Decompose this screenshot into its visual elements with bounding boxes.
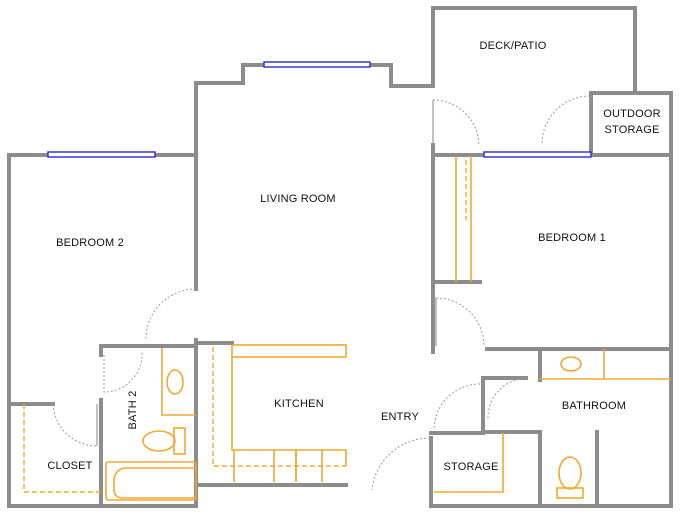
- wall-outdoor-storage: [589, 91, 673, 157]
- fixtures: [23, 156, 671, 501]
- doors: [52, 95, 591, 491]
- bathroom-toilet-tank: [556, 487, 584, 499]
- bedroom1-closet-rod: [455, 156, 472, 282]
- door-swing-deck: [432, 99, 480, 147]
- label-bath-2: BATH 2: [127, 391, 139, 430]
- storage-shelf: [434, 433, 504, 493]
- door-swing-entry: [371, 437, 431, 491]
- label-storage: STORAGE: [444, 461, 499, 473]
- label-living-room: LIVING ROOM: [260, 193, 336, 205]
- room-labels: DECK/PATIO OUTDOOR STORAGE LIVING ROOM B…: [47, 40, 660, 473]
- label-outdoor-storage-1: OUTDOOR: [603, 108, 661, 120]
- kitchen-counter-top: [231, 344, 347, 358]
- label-entry: ENTRY: [381, 411, 420, 423]
- door-swing-bath2: [103, 351, 143, 393]
- door-swing-bedroom2: [145, 288, 197, 340]
- bath2-tub: [105, 461, 197, 501]
- door-swing-bathroom: [487, 377, 528, 421]
- wall-bathroom-entry: [481, 376, 542, 508]
- door-swing-bedroom1: [435, 297, 485, 347]
- walls: [7, 6, 673, 508]
- label-closet: CLOSET: [47, 460, 92, 472]
- bath2-toilet-tank: [173, 427, 186, 455]
- label-deck-patio: DECK/PATIO: [480, 40, 547, 52]
- label-bathroom: BATHROOM: [562, 400, 626, 412]
- bath2-toilet-bowl: [142, 430, 176, 452]
- bath2-sink: [166, 369, 184, 395]
- label-bedroom-1: BEDROOM 1: [538, 232, 606, 244]
- bath2-tub-inner: [113, 467, 196, 499]
- window-living-room: [263, 61, 371, 68]
- window-bedroom1: [483, 151, 592, 158]
- label-bedroom-2: BEDROOM 2: [56, 237, 124, 249]
- wall-living-top: [194, 63, 435, 291]
- kitchen-counter-left: [231, 357, 347, 466]
- bathroom-toilet-bowl: [558, 456, 582, 490]
- bathroom-sink: [560, 356, 582, 372]
- windows: [47, 61, 592, 158]
- door-swing-closet: [52, 403, 98, 447]
- wall-deck: [431, 6, 637, 94]
- window-bedroom2: [47, 151, 156, 158]
- closet-rod: [23, 404, 101, 493]
- kitchen-appliance-lines: [233, 450, 323, 482]
- door-swing-storage: [433, 383, 481, 431]
- label-kitchen: KITCHEN: [274, 398, 324, 410]
- bathroom-vanity: [540, 349, 671, 380]
- label-outdoor-storage-2: STORAGE: [605, 124, 660, 136]
- bath2-vanity: [161, 348, 196, 416]
- wall-storage: [429, 431, 485, 508]
- door-swing-outdoor-storage: [541, 95, 591, 145]
